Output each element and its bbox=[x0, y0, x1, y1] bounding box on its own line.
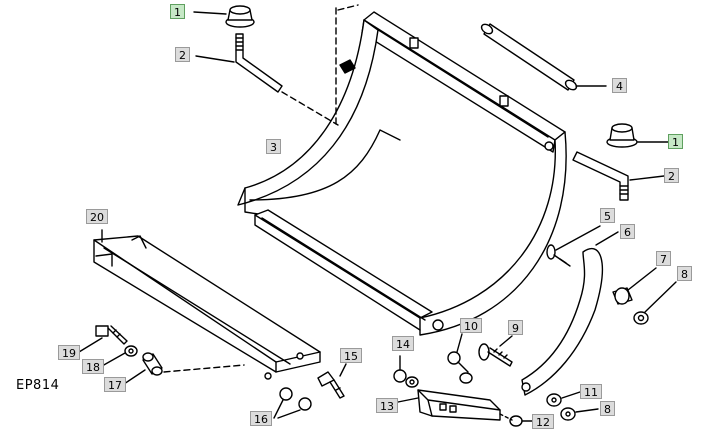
washer-11 bbox=[546, 391, 581, 407]
washer-12 bbox=[499, 413, 533, 427]
l-bolt-2-left bbox=[195, 33, 339, 126]
bolt-5 bbox=[546, 225, 601, 267]
part-label-6[interactable]: 6 bbox=[620, 224, 635, 239]
main-frame bbox=[237, 4, 567, 336]
part-label-15[interactable]: 15 bbox=[340, 348, 362, 363]
l-bolt-2-right bbox=[572, 151, 665, 201]
part-label-19[interactable]: 19 bbox=[58, 345, 80, 360]
nut-1-right bbox=[606, 123, 669, 148]
spacer-17 bbox=[123, 352, 245, 385]
part-label-1-left[interactable]: 1 bbox=[170, 4, 185, 19]
bolt-10-set bbox=[447, 333, 473, 384]
bracket-13 bbox=[397, 389, 501, 421]
part-label-10[interactable]: 10 bbox=[460, 318, 482, 333]
part-label-4[interactable]: 4 bbox=[612, 78, 627, 93]
part-label-7[interactable]: 7 bbox=[656, 251, 671, 266]
washer-18 bbox=[101, 345, 138, 367]
carriage-bolt-15 bbox=[317, 363, 347, 399]
locknut-7 bbox=[612, 267, 657, 305]
part-label-12[interactable]: 12 bbox=[532, 414, 554, 429]
part-label-14[interactable]: 14 bbox=[392, 336, 414, 351]
figure-code: EP814 bbox=[16, 378, 60, 393]
part-label-13[interactable]: 13 bbox=[376, 398, 398, 413]
part-label-3[interactable]: 3 bbox=[266, 139, 281, 154]
bolt-14-set bbox=[393, 355, 419, 388]
pin-4 bbox=[480, 23, 607, 91]
footrest-20 bbox=[93, 229, 321, 373]
nut-8-lower bbox=[560, 407, 599, 421]
part-label-16[interactable]: 16 bbox=[250, 411, 272, 426]
part-label-9[interactable]: 9 bbox=[508, 320, 523, 335]
part-label-1-right[interactable]: 1 bbox=[668, 134, 683, 149]
side-bracket-6 bbox=[521, 231, 619, 396]
part-label-11[interactable]: 11 bbox=[580, 384, 602, 399]
part-label-2-right[interactable]: 2 bbox=[664, 168, 679, 183]
part-label-18[interactable]: 18 bbox=[82, 359, 104, 374]
part-label-2-left[interactable]: 2 bbox=[175, 47, 190, 62]
nut-8-upper bbox=[633, 281, 677, 325]
bolt-19 bbox=[78, 325, 128, 353]
bolt-9 bbox=[478, 335, 513, 367]
part-label-8-lower[interactable]: 8 bbox=[600, 401, 615, 416]
nut-1-left bbox=[193, 5, 255, 28]
part-label-20[interactable]: 20 bbox=[86, 209, 108, 224]
part-label-8-upper[interactable]: 8 bbox=[677, 266, 692, 281]
part-label-17[interactable]: 17 bbox=[104, 377, 126, 392]
nuts-16 bbox=[264, 372, 312, 419]
part-label-5[interactable]: 5 bbox=[600, 208, 615, 223]
